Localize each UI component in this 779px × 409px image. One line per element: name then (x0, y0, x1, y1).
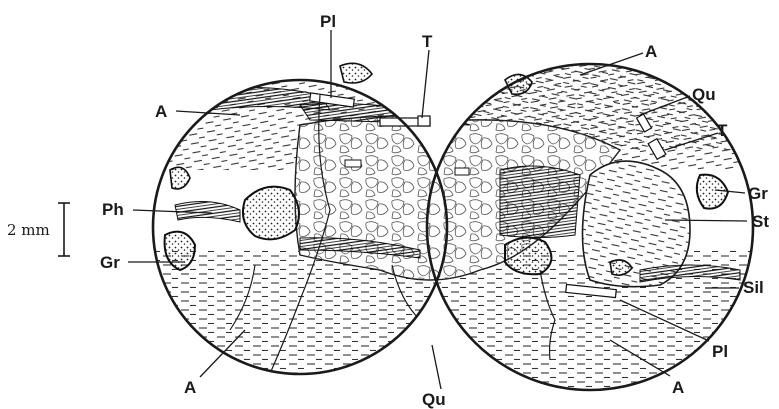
label-a-bottom-left: A (184, 378, 196, 397)
label-st-right: St (752, 212, 769, 231)
label-t-right: T (717, 121, 728, 140)
scale-bar: 2 mm (7, 203, 70, 256)
label-qu-top-right: Qu (692, 85, 716, 104)
label-pl-top: Pl (320, 12, 336, 31)
thin-section-fields (150, 60, 770, 400)
label-pl-bottom-right: Pl (712, 342, 728, 361)
label-a-bottom-right: A (672, 378, 684, 397)
label-sil-right: Sil (743, 278, 764, 297)
label-ph-left: Ph (102, 200, 124, 219)
label-gr-left: Gr (100, 253, 120, 272)
scale-bar-label: 2 mm (7, 221, 50, 239)
label-gr-right: Gr (748, 184, 768, 203)
label-qu-bottom: Qu (422, 390, 446, 409)
label-t-top: T (422, 32, 433, 51)
label-a-left: A (155, 102, 167, 121)
label-a-top-right: A (645, 42, 657, 61)
